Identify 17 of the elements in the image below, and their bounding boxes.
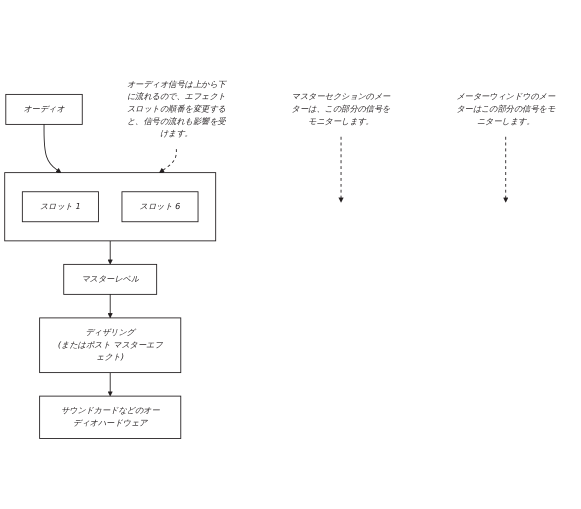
node-box: オーディオ	[5, 94, 83, 126]
arrow	[44, 124, 62, 174]
node-box: スロット 1	[22, 192, 99, 223]
arrow	[108, 294, 113, 319]
node-box: サウンドカードなどのオーディオハードウェア	[39, 396, 182, 440]
node-box: マスターレベル	[63, 264, 158, 296]
arrow	[108, 240, 113, 266]
arrow	[503, 136, 508, 203]
node-text: マスターセクションのメーターは、この部分の信号をモニターします。	[292, 92, 390, 127]
arrow	[108, 372, 113, 397]
cluster	[4, 172, 216, 242]
node-text: オーディオ信号は上から下に流れるので、エフェクトスロットの順番を変更すると、信号の流れも影響を受けます。	[126, 80, 226, 139]
arrow	[159, 149, 177, 174]
arrow	[338, 136, 344, 203]
node-box: ディザリング (またはポスト マスターエフェクト)	[39, 318, 182, 374]
node-text: メーターウィンドウのメーターはこの部分の信号をモニターします。	[456, 92, 556, 127]
node-box: スロット 6	[122, 192, 198, 223]
